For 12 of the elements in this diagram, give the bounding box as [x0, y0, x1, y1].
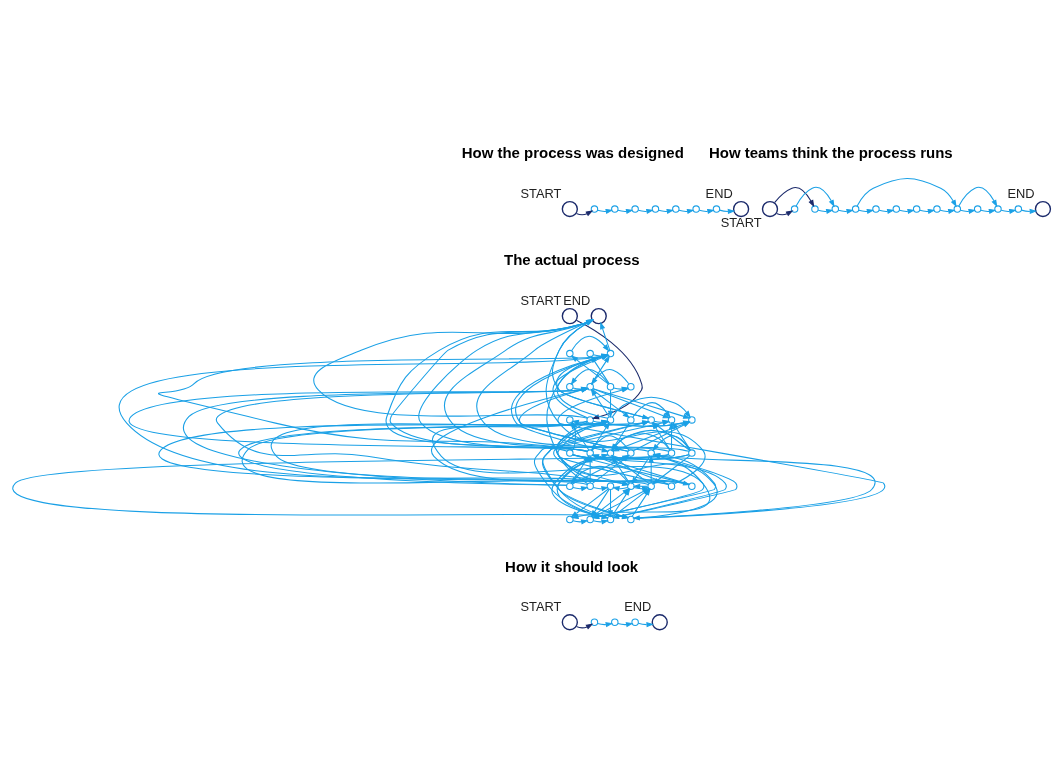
node-label: START — [520, 598, 562, 614]
node-label: END — [624, 598, 652, 614]
node-label: START — [520, 185, 562, 201]
label: How the process was designed — [461, 143, 684, 161]
label: How teams think the process runs — [708, 143, 953, 161]
node-label: START — [520, 292, 562, 308]
node-label: START — [720, 214, 762, 230]
label: How it should look — [505, 557, 639, 575]
node-label: END — [705, 185, 733, 201]
label: The actual process — [504, 250, 640, 268]
node-label: END — [563, 292, 591, 308]
node-label: END — [1007, 185, 1035, 201]
